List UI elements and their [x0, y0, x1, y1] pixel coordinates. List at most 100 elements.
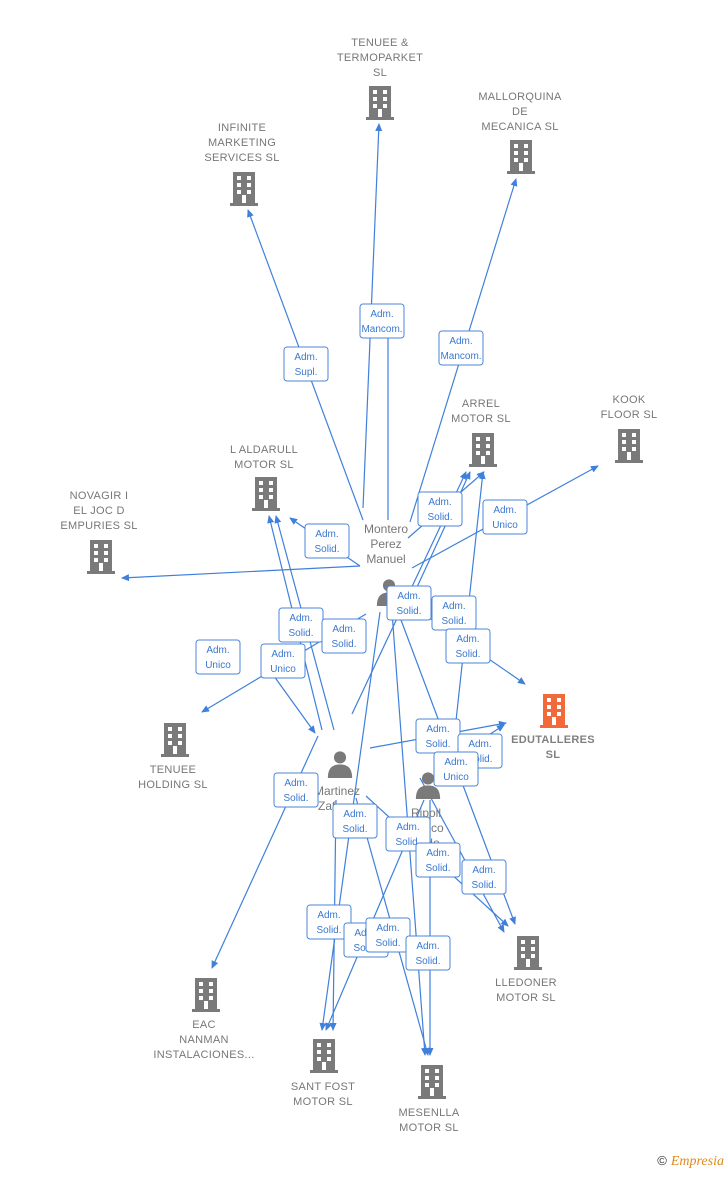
role-line-1: Adm. — [428, 497, 451, 508]
role-line-2: Supl. — [295, 367, 318, 378]
company-label-line: EDUTALLERES — [511, 734, 595, 746]
edge-19 — [211, 735, 319, 969]
company-label-line: MOTOR SL — [293, 1096, 353, 1108]
role-line-1: Adm. — [206, 645, 229, 656]
role-badge-box — [321, 618, 367, 654]
building-icon — [87, 540, 115, 574]
role-badge-2[interactable]: Adm.Supl. — [283, 346, 329, 382]
company-label-line: MOTOR SL — [234, 459, 294, 471]
role-badge-box — [359, 303, 405, 339]
company-label-line: SANT FOST — [291, 1081, 355, 1093]
role-badge-23[interactable]: Adm. Solid. — [365, 917, 411, 953]
role-line-2: Solid. — [395, 837, 420, 848]
edge-7 — [121, 565, 361, 582]
role-badge-13[interactable]: Adm.Solid. — [415, 718, 461, 754]
role-badge-box — [365, 917, 411, 953]
copyright-symbol: © — [657, 1153, 667, 1168]
role-badge-9[interactable]: Adm.Solid. — [321, 618, 367, 654]
role-badge-box — [415, 842, 461, 878]
role-badge-15[interactable]: Adm.Solid. — [273, 772, 319, 808]
company-label-line: TERMOPARKET — [337, 52, 423, 64]
role-badge-box — [482, 499, 528, 535]
role-line-2: Solid. — [314, 544, 339, 555]
company-label-line: INSTALACIONES... — [153, 1049, 254, 1061]
company-node-aldarull[interactable]: L ALDARULL MOTOR SL — [230, 444, 298, 511]
role-badge-0[interactable]: Adm.Mancom. — [359, 303, 405, 339]
company-label-line: EMPURIES SL — [60, 520, 137, 532]
edge-layer — [121, 123, 599, 1056]
person-icon — [327, 751, 353, 778]
role-badge-4[interactable]: Adm.Unico — [482, 499, 528, 535]
role-line-1: Adm. — [416, 941, 439, 952]
role-line-1: Adm. — [376, 923, 399, 934]
role-line-1: Adm. — [444, 757, 467, 768]
footer-brand: ©Empresia — [657, 1153, 724, 1170]
role-badge-12[interactable]: Adm. Solid. — [445, 628, 491, 664]
role-badge-box — [195, 639, 241, 675]
building-icon — [507, 140, 535, 174]
role-line-2: Solid. — [375, 938, 400, 949]
role-line-2: Solid. — [415, 956, 440, 967]
person-label-line: Perez — [370, 537, 401, 551]
role-badge-19[interactable]: Adm. Solid. — [415, 842, 461, 878]
brand-name: Empresia — [670, 1154, 724, 1169]
person-label-line: Montero — [364, 522, 408, 536]
role-line-1: Adm. — [456, 634, 479, 645]
company-label-line: DE — [512, 106, 528, 118]
role-badge-21[interactable]: Adm.Solid. — [306, 904, 352, 940]
role-badge-box — [260, 643, 306, 679]
role-line-1: Adm. — [426, 848, 449, 859]
role-line-2: Solid. — [455, 649, 480, 660]
company-label-line: EAC — [192, 1019, 216, 1031]
company-label-line: MOTOR SL — [451, 413, 511, 425]
role-line-1: Adm. — [449, 336, 472, 347]
company-label-line: FLOOR SL — [601, 409, 658, 421]
role-badge-box — [433, 751, 479, 787]
role-line-1: Adm. — [468, 739, 491, 750]
company-label-line: L ALDARULL — [230, 444, 298, 456]
company-node-eac[interactable]: EACNANMANINSTALACIONES... — [153, 978, 254, 1061]
role-badge-20[interactable]: Adm.Solid. — [461, 859, 507, 895]
role-badge-box — [438, 330, 484, 366]
role-badge-24[interactable]: Adm. Solid. — [405, 935, 451, 971]
company-label-line: MARKETING — [208, 137, 276, 149]
role-line-1: Adm. — [472, 865, 495, 876]
role-badge-7[interactable]: Adm.Solid. — [278, 607, 324, 643]
role-badge-5[interactable]: Adm. Solid. — [304, 523, 350, 559]
role-badge-1[interactable]: Adm.Mancom. — [438, 330, 484, 366]
building-icon — [615, 429, 643, 463]
company-label-line: INFINITE — [218, 122, 266, 134]
role-badge-8[interactable]: Adm.Solid. — [386, 585, 432, 621]
role-line-2: Mancom. — [361, 324, 402, 335]
role-line-2: Solid. — [427, 512, 452, 523]
role-badge-3[interactable]: Adm. Solid. — [417, 491, 463, 527]
company-node-sant_fost[interactable]: SANT FOST MOTOR SL — [291, 1039, 355, 1108]
role-badge-17[interactable]: Adm.Solid. — [332, 803, 378, 839]
role-line-1: Adm. — [442, 601, 465, 612]
role-badge-10[interactable]: Adm.Unico — [260, 643, 306, 679]
role-line-1: Adm. — [315, 529, 338, 540]
role-badge-6[interactable]: Adm. Unico — [195, 639, 241, 675]
role-line-1: Adm. — [289, 613, 312, 624]
role-line-1: Adm. — [396, 822, 419, 833]
role-line-2: Solid. — [425, 863, 450, 874]
role-line-1: Adm. — [332, 624, 355, 635]
building-icon — [252, 477, 280, 511]
role-badge-11[interactable]: Adm.Solid. — [431, 595, 477, 631]
role-line-2: Unico — [205, 660, 231, 671]
role-line-1: Adm. — [397, 591, 420, 602]
role-badge-16[interactable]: Adm.Unico — [433, 751, 479, 787]
